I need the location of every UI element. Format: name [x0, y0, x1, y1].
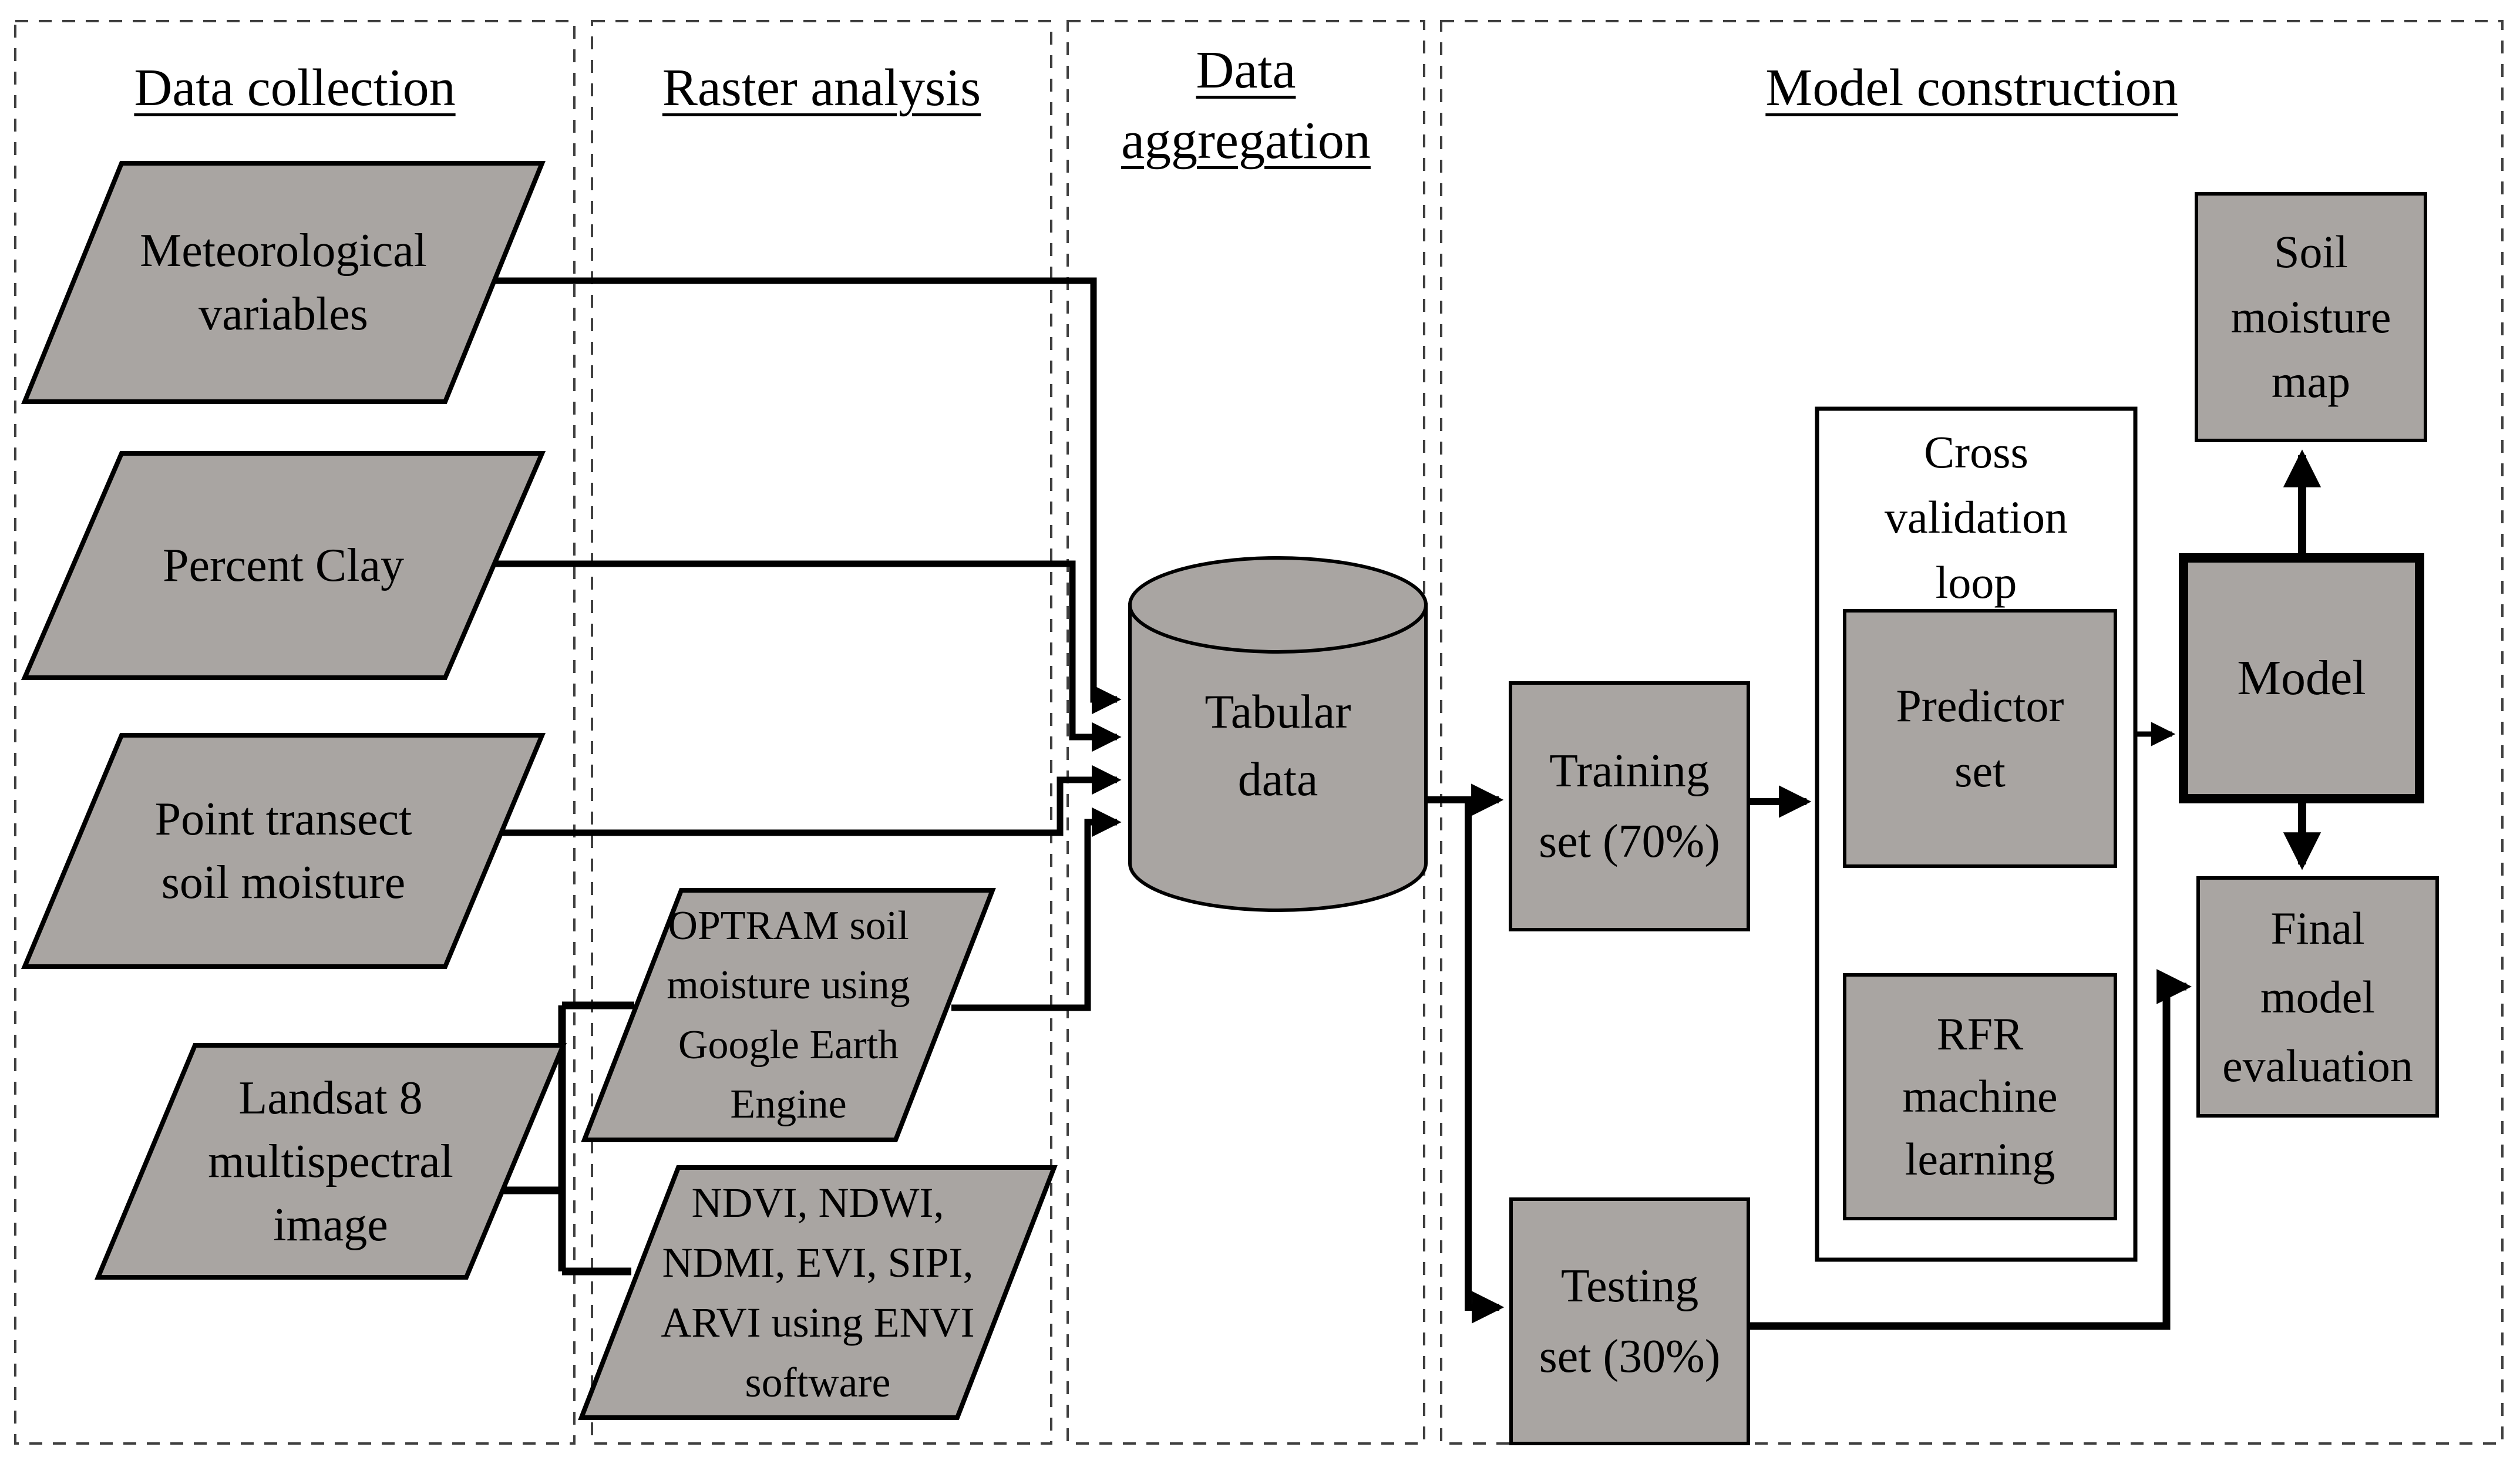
node-tabular-data-cylinder-top — [1128, 556, 1428, 654]
label-line: machine — [1902, 1071, 2058, 1122]
node-tabular-data-label: Tabular data — [1130, 593, 1426, 899]
label-line: set (30%) — [1539, 1331, 1721, 1382]
node-point-transect-label: Point transect soil moisture — [25, 735, 542, 967]
panel-title-text: aggregation — [1121, 111, 1371, 170]
label-line: Point transect — [154, 793, 412, 845]
connector-meteorological-to-tabular — [494, 277, 1122, 715]
label-line: Tabular — [1205, 685, 1351, 739]
node-cross-validation-loop-label: Cross validation loop — [1817, 420, 2135, 631]
panel-title-text: Model construction — [1765, 59, 2178, 117]
label-line: Testing — [1560, 1260, 1699, 1312]
label-line: NDVI, NDWI, — [691, 1179, 944, 1226]
panel-title-text: Data collection — [134, 59, 456, 117]
connector-point-transect-to-tabular — [494, 765, 1122, 836]
label-line: Final — [2270, 903, 2365, 954]
node-meteorological-variables-label: Meteorological variables — [25, 163, 542, 402]
node-final-model-evaluation-label: Final model evaluation — [2198, 878, 2437, 1116]
node-landsat-label: Landsat 8 multispectral image — [98, 1045, 563, 1277]
label-line: learning — [1905, 1133, 2055, 1185]
connector-testing-to-final-evaluation — [1748, 969, 2192, 1330]
panel-data-collection — [14, 20, 576, 1445]
node-training-set-shape — [1509, 681, 1750, 931]
node-point-transect-shape — [21, 733, 546, 969]
label-line: software — [745, 1359, 891, 1406]
label-line: NDMI, EVI, SIPI, — [662, 1239, 974, 1286]
connector-tabular-branch-to-testing — [1465, 800, 1505, 1324]
label-line: moisture using — [667, 963, 910, 1008]
node-final-model-evaluation-shape — [2196, 876, 2439, 1118]
label-line: OPTRAM soil — [668, 903, 909, 948]
panel-title-raster-analysis: Raster analysis — [592, 50, 1051, 126]
label-line: Model — [2237, 651, 2366, 706]
panel-title-data-collection: Data collection — [15, 50, 574, 126]
panel-title-text: Raster analysis — [662, 59, 981, 117]
label-line: Google Earth — [678, 1022, 899, 1068]
label-line: validation — [1885, 491, 2068, 543]
panel-model-construction — [1440, 20, 2504, 1445]
label-line: set — [1954, 745, 2006, 796]
node-optram-label: OPTRAM soil moisture using Google Earth … — [584, 890, 992, 1140]
label-line: RFR — [1936, 1008, 2024, 1060]
label-line: set (70%) — [1539, 816, 1720, 867]
label-line: Soil — [2274, 226, 2348, 277]
label-line: data — [1237, 752, 1318, 806]
label-line: Engine — [730, 1082, 847, 1127]
label-line: variables — [198, 288, 368, 340]
label-line: multispectral — [208, 1135, 453, 1187]
label-line: evaluation — [2222, 1040, 2413, 1091]
node-percent-clay-shape — [21, 451, 546, 680]
node-soil-moisture-map-shape — [2195, 192, 2427, 442]
node-spectral-indices-shape — [578, 1165, 1058, 1420]
node-predictor-set-shape — [1843, 609, 2117, 868]
label-line: Percent Clay — [163, 540, 404, 591]
label-line: Training — [1549, 745, 1710, 797]
node-spectral-indices-label: NDVI, NDWI, NDMI, EVI, SIPI, ARVI using … — [581, 1167, 1054, 1418]
panel-title-model-construction: Model construction — [1441, 50, 2502, 126]
label-line: Predictor — [1896, 679, 2064, 731]
node-training-set-label: Training set (70%) — [1510, 683, 1748, 930]
node-optram-shape — [581, 888, 996, 1142]
node-meteorological-variables-shape — [21, 161, 546, 404]
label-line: Landsat 8 — [238, 1072, 423, 1124]
node-testing-set-shape — [1509, 1197, 1750, 1445]
panel-title-data-aggregation: Data aggregation — [1068, 35, 1424, 200]
node-landsat-shape — [94, 1043, 567, 1280]
label-line: moisture — [2230, 291, 2391, 342]
node-rfr-label: RFR machine learning — [1845, 975, 2115, 1219]
connector-optram-to-tabular — [951, 807, 1122, 1011]
node-rfr-shape — [1843, 973, 2117, 1220]
node-testing-set-label: Testing set (30%) — [1511, 1199, 1748, 1443]
label-line: map — [2271, 356, 2351, 408]
node-soil-moisture-map-label: Soil moisture map — [2196, 194, 2425, 440]
node-predictor-set-label: Predictor set — [1845, 611, 2115, 866]
label-line: Cross — [1924, 426, 2028, 477]
panel-title-text: Data — [1196, 41, 1296, 99]
node-tabular-data-cylinder-body — [1128, 603, 1428, 912]
connector-percent-clay-to-tabular — [494, 560, 1122, 752]
label-line: image — [273, 1199, 388, 1251]
node-percent-clay-label: Percent Clay — [25, 453, 542, 678]
node-model-label: Model — [2183, 558, 2420, 799]
label-line: Meteorological — [140, 225, 427, 277]
connector-landsat-bracket — [502, 1001, 634, 1276]
label-line: soil moisture — [161, 857, 406, 908]
label-line: ARVI using ENVI — [661, 1299, 975, 1346]
node-model-shape — [2179, 553, 2424, 803]
label-line: loop — [1935, 556, 2017, 608]
label-line: model — [2260, 971, 2375, 1022]
